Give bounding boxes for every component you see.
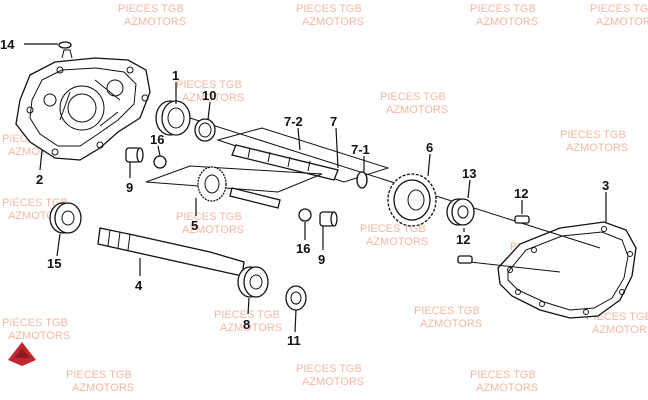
callout-13: 13 <box>462 166 476 181</box>
watermark-text: PIECES TGB <box>296 363 362 375</box>
watermark-text: PIECES TGB <box>2 197 68 209</box>
seal-ring-part <box>58 41 72 49</box>
callout-9: 9 <box>126 180 133 195</box>
bearing-part-bottom <box>237 266 269 298</box>
watermark-text: AZMOTORS <box>596 16 648 28</box>
watermark-text: AZMOTORS <box>476 382 538 394</box>
gasket-holes <box>507 226 633 315</box>
callout-2: 2 <box>36 172 43 187</box>
watermark-text: AZMOTORS <box>302 376 364 388</box>
watermark-text: PIECES TGB <box>470 3 536 15</box>
watermark-text: AZMOTORS <box>72 382 134 394</box>
callout-14: 14 <box>0 37 15 52</box>
oil-seal-part <box>194 118 216 142</box>
callout-5: 5 <box>191 218 198 233</box>
transmission-cover-part <box>15 49 151 161</box>
washer-part-lower <box>298 208 312 222</box>
watermark-text: PIECES TGB <box>118 3 184 15</box>
watermark-text: PIECES TGB <box>176 79 242 91</box>
watermark-text: AZMOTORS <box>420 318 482 330</box>
callout-11: 11 <box>287 333 301 348</box>
bearing-part-left <box>49 202 82 234</box>
watermark-text: AZMOTORS <box>366 236 428 248</box>
callout-3: 3 <box>602 178 609 193</box>
washer-part <box>153 155 167 169</box>
callout-7: 7 <box>330 114 337 129</box>
callout-7-1: 7-1 <box>351 142 370 157</box>
circlip-part <box>356 171 368 189</box>
bushing-part-lower <box>319 211 338 227</box>
watermark-text: PIECES TGB <box>380 91 446 103</box>
watermark-text: AZMOTORS <box>182 92 244 104</box>
gasket-part <box>497 221 637 319</box>
watermark-text: PIECES TGB <box>590 3 648 15</box>
callout-16: 16 <box>150 132 164 147</box>
callout-15: 15 <box>47 256 61 271</box>
callout-16-lower: 16 <box>296 241 310 256</box>
watermark-text: AZMOTORS <box>8 330 70 342</box>
watermark-text: AZMOTORS <box>182 224 244 236</box>
bearing-part <box>155 100 191 136</box>
oil-seal-part-bottom <box>285 285 307 311</box>
callout-7-2: 7-2 <box>284 114 303 129</box>
callout-labels: 14 1 10 7-2 7 16 7-1 6 2 9 13 3 12 5 12 … <box>0 37 609 348</box>
watermark-text: PIECES TGB <box>470 369 536 381</box>
dowel-pin-part <box>514 215 530 224</box>
watermark-text: PIECES TGB <box>296 3 362 15</box>
bearing-part-right <box>446 198 475 226</box>
dowel-pin-part-lower <box>457 255 473 264</box>
leader-lines <box>24 43 607 333</box>
watermark-text: PIECES TGB <box>560 129 626 141</box>
watermark-text: PIECES TGB <box>2 317 68 329</box>
watermark-text: AZMOTORS <box>386 104 448 116</box>
callout-8: 8 <box>243 317 250 332</box>
watermark-text: PIECES TGB <box>414 305 480 317</box>
bushing-part <box>125 147 144 163</box>
azmotors-logo-icon <box>8 342 36 366</box>
watermark-text: PIECES TGB <box>66 369 132 381</box>
callout-4: 4 <box>135 278 143 293</box>
callout-10: 10 <box>202 88 216 103</box>
watermark-text: PIECES TGB <box>214 309 280 321</box>
drive-shaft-part <box>231 144 339 181</box>
counter-gear-part <box>197 166 281 209</box>
watermark-text: AZMOTORS <box>566 142 628 154</box>
watermark-text: PIECES TGB <box>176 211 242 223</box>
callout-9-lower: 9 <box>318 252 325 267</box>
callout-1: 1 <box>172 68 179 83</box>
watermark-text: AZMOTORS <box>302 16 364 28</box>
watermark-text: AZMOTORS <box>592 324 648 336</box>
watermark-text: AZMOTORS <box>124 16 186 28</box>
callout-12: 12 <box>514 186 528 201</box>
callout-6: 6 <box>426 140 433 155</box>
watermark-text: AZMOTORS <box>476 16 538 28</box>
callout-12-lower: 12 <box>456 232 470 247</box>
final-gear-part <box>387 173 437 227</box>
watermark-text: AZMOTORS <box>220 322 282 334</box>
